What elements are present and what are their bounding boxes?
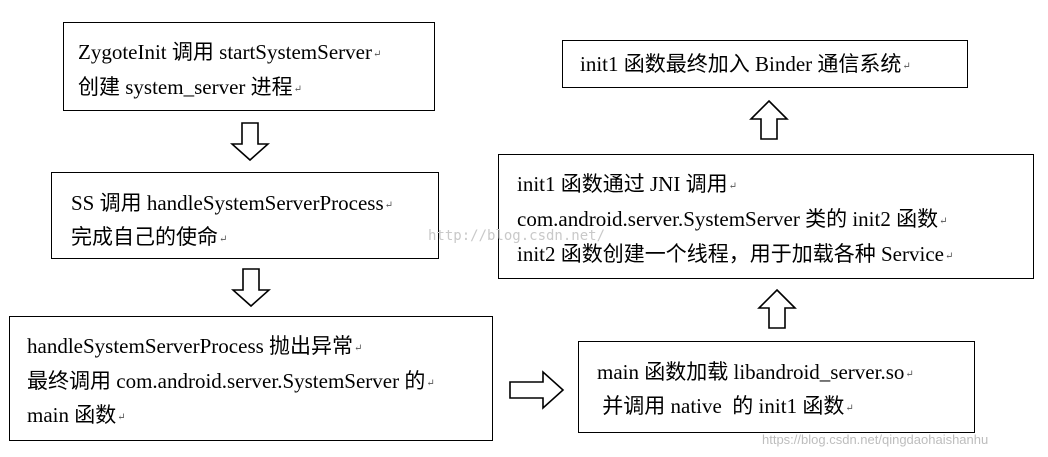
arrow-down-icon	[231, 268, 271, 308]
box-ss-line-1: SS 调用 handleSystemServerProcess↵	[71, 191, 394, 215]
box-binder: init1 函数最终加入 Binder 通信系统↵	[562, 40, 968, 88]
box-zygote-init-line-1: ZygoteInit 调用 startSystemServer↵	[78, 40, 382, 64]
box-ss-handle-process: SS 调用 handleSystemServerProcess↵ 完成自己的使命…	[51, 172, 439, 259]
box-ss-line-2: 完成自己的使命↵	[71, 225, 228, 249]
box-init1-jni-line-1: init1 函数通过 JNI 调用↵	[517, 172, 737, 196]
arrow-up-icon	[757, 288, 797, 330]
box-handle-line-1: handleSystemServerProcess 抛出异常↵	[27, 334, 363, 358]
box-main-line-1: main 函数加载 libandroid_server.so↵	[597, 360, 914, 384]
box-main-load-lib: main 函数加载 libandroid_server.so↵ 并调用 nati…	[578, 341, 975, 433]
arrow-right-icon	[509, 370, 565, 410]
box-binder-line-1: init1 函数最终加入 Binder 通信系统↵	[580, 52, 911, 76]
box-init1-jni-line-2: com.android.server.SystemServer 类的 init2…	[517, 207, 948, 231]
box-init1-jni-line-3: init2 函数创建一个线程，用于加载各种 Service↵	[517, 242, 954, 266]
box-handle-exception: handleSystemServerProcess 抛出异常↵ 最终调用 com…	[9, 316, 493, 441]
box-zygote-init-line-2: 创建 system_server 进程↵	[78, 75, 303, 99]
arrow-up-icon	[749, 99, 789, 141]
watermark-corner: https://blog.csdn.net/qingdaohaishanhu	[762, 432, 989, 447]
box-main-line-2: 并调用 native 的 init1 函数↵	[597, 394, 854, 418]
watermark-center: http://blog.csdn.net/	[428, 228, 606, 244]
box-handle-line-2: 最终调用 com.android.server.SystemServer 的↵	[27, 369, 435, 393]
box-zygote-init: ZygoteInit 调用 startSystemServer↵ 创建 syst…	[63, 22, 435, 111]
box-init1-jni: init1 函数通过 JNI 调用↵ com.android.server.Sy…	[498, 154, 1034, 279]
arrow-down-icon	[230, 122, 270, 162]
box-handle-line-3: main 函数↵	[27, 403, 126, 427]
